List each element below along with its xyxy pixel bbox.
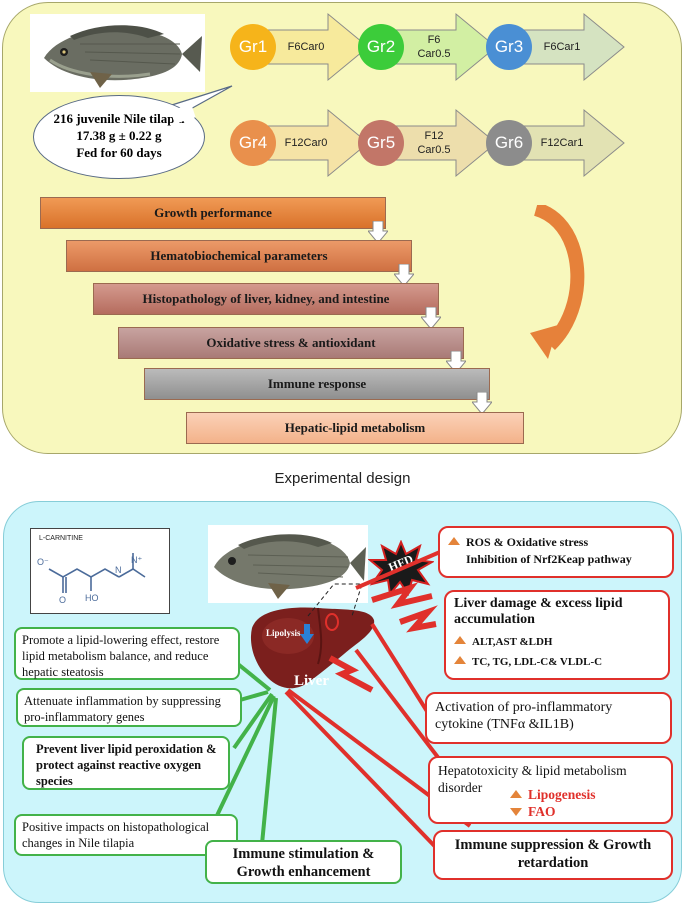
liver-zoom-lines (307, 583, 363, 617)
fao-label: FAO (528, 804, 556, 819)
lipogenesis-label: Lipogenesis (528, 787, 596, 802)
effect-antioxidant: Prevent liver lipid peroxidation & prote… (22, 736, 230, 790)
step-1: Growth performance (40, 197, 386, 229)
effect-lipid-lowering: Promote a lipid-lowering effect, restore… (14, 627, 240, 680)
caption: Experimental design (274, 470, 411, 487)
molecule-name: L-CARNITINE (39, 535, 83, 542)
hepatotoxicity-box: Hepatotoxicity & lipid metabolism disord… (428, 756, 673, 824)
group-label: F6Car0 (287, 41, 325, 53)
group-id: Gr4 (230, 120, 276, 166)
subject-line-2: 17.38 g ± 0.22 g (76, 128, 162, 143)
group-4: Gr4 F12Car0 (228, 108, 376, 178)
lipolysis-label: Lipolysis (266, 628, 301, 638)
l-carnitine-structure: L-CARNITINE O⁻ O HO N N⁺ (30, 528, 170, 614)
step-5: Immune response (144, 368, 490, 400)
subject-line-1: 216 juvenile Nile tilapia (53, 111, 185, 126)
step-4: Oxidative stress & antioxidant (118, 327, 464, 359)
group-label: F12Car0 (284, 137, 328, 149)
step-down-arrow-icon (419, 306, 443, 334)
svg-text:O: O (59, 595, 66, 605)
svg-text:O⁻: O⁻ (37, 557, 49, 567)
step-3: Histopathology of liver, kidney, and int… (93, 283, 439, 315)
tilapia-fish-image (208, 525, 368, 603)
step-down-arrow-icon (444, 350, 468, 378)
nile-tilapia-image (30, 14, 205, 92)
group-3: Gr3 F6Car1 (484, 12, 632, 82)
step-6: Hepatic-lipid metabolism (186, 412, 524, 444)
svg-text:N: N (115, 565, 122, 575)
step-down-arrow-icon (392, 263, 416, 291)
effect-immune-growth: Immune stimulation & Growth enhancement (205, 840, 402, 884)
liver-label: Liver (294, 673, 329, 689)
step-2: Hematobiochemical parameters (66, 240, 412, 272)
immune-suppression-box: Immune suppression & Growth retardation (433, 830, 673, 880)
ros-box: ROS & Oxidative stress Inhibition of Nrf… (438, 526, 674, 578)
step-down-arrow-icon (366, 220, 390, 248)
ros-line-1: ROS & Oxidative stress (466, 535, 589, 549)
liver-damage-line-2: TC, TG, LDL-C& VLDL-C (472, 656, 603, 668)
liver-damage-line-1: ALT,AST &LDH (472, 636, 553, 648)
down-arrow-icon (300, 624, 314, 644)
up-arrow-icon (448, 537, 460, 545)
step-down-arrow-icon (470, 391, 494, 419)
curved-orange-arrow (530, 205, 585, 359)
group-label: F12Car1 (540, 137, 584, 149)
down-arrow-icon (510, 808, 522, 816)
group-id: Gr6 (486, 120, 532, 166)
subject-line-3: Fed for 60 days (76, 145, 162, 160)
group-id: Gr2 (358, 24, 404, 70)
group-id: Gr3 (486, 24, 532, 70)
group-id: Gr1 (230, 24, 276, 70)
up-arrow-icon (510, 790, 522, 798)
group-label: F6Car1 (543, 41, 581, 53)
liver-damage-box: Liver damage & excess lipid accumulation… (444, 590, 670, 680)
hepatotoxicity-text: Hepatotoxicity & lipid metabolism disord… (438, 763, 627, 795)
svg-text:N⁺: N⁺ (131, 555, 142, 565)
effect-histopathology: Positive impacts on histopathological ch… (14, 814, 238, 856)
effect-anti-inflammation: Attenuate inflammation by suppressing pr… (16, 688, 242, 727)
group-id: Gr5 (358, 120, 404, 166)
liver-damage-title: Liver damage & excess lipid accumulation (454, 596, 623, 627)
ros-line-2: Inhibition of Nrf2Keap pathway (466, 552, 632, 566)
up-arrow-icon (454, 636, 466, 644)
svg-text:HO: HO (85, 593, 99, 603)
up-arrow-icon (454, 656, 466, 664)
carnitine-molecule-icon: O⁻ O HO N N⁺ (37, 553, 146, 605)
group-1: Gr1 F6Car0 (228, 12, 376, 82)
liver-icon (250, 607, 375, 689)
group-6: Gr6 F12Car1 (484, 108, 632, 178)
inflammation-box: Activation of pro-inflammatory cytokine … (425, 692, 672, 744)
